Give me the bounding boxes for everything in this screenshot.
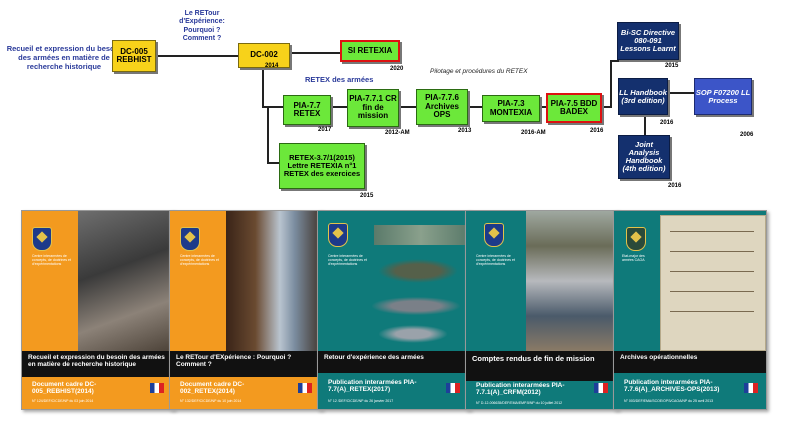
year-dc002: 2014: [265, 63, 279, 69]
year-sop: 2006: [740, 132, 754, 138]
cover-org: Centre interarmées de concepts, de doctr…: [32, 254, 71, 266]
connector-retex37-down: [267, 106, 269, 164]
year-pia-7-3: 2016-AM: [521, 130, 546, 136]
node-ll-handbook: LL Handbook (3rd edition): [618, 78, 668, 115]
year-pia-7-7-6: 2013: [458, 128, 472, 134]
cover-publication: Publication interarmées PIA-7.7.6(A)_ARC…: [624, 379, 720, 394]
node-pia-7-5: PIA-7.5 BDD BADEX: [546, 93, 602, 123]
cover-pia-7-7-1: Centre interarmées de concepts, de doctr…: [465, 210, 619, 410]
crest-icon: [626, 227, 646, 251]
pilotage-label: Pilotage et procédures du RETEX: [430, 68, 528, 75]
node-joint-analysis: Joint Analysis Handbook (4th edition): [618, 135, 670, 179]
crest-icon: [180, 227, 200, 251]
cover-illustration: [78, 211, 174, 351]
cover-dc005: Centre interarmées de concepts, de doctr…: [21, 210, 175, 410]
node-dc005: DC-005 REBHIST: [112, 40, 156, 72]
connector-ll-sop: [668, 92, 694, 94]
connector-dc005-dc002: [156, 55, 238, 57]
cover-illustration: [670, 271, 754, 272]
cover-publication: Document cadre DC-002_RETEX(2014): [180, 381, 245, 396]
node-pia-7-7-1: PIA-7.7.1 CR fin de mission: [347, 89, 399, 127]
cover-pia-7-7-6: Etat-major des armées CAOA Archives opér…: [613, 210, 767, 410]
cover-reference: N° 124/DEF/CICDE/NP du 03 juin 2014: [32, 399, 94, 403]
cover-illustration: [670, 251, 754, 252]
connector-retex37-horizontal: [267, 162, 279, 164]
cover-pia-7-7: Centre interarmées de concepts, de doctr…: [317, 210, 471, 410]
cover-org: Centre interarmées de concepts, de doctr…: [180, 254, 219, 266]
connector-ll-v: [610, 60, 612, 108]
cover-reference: N° 132/DEF/CICDE/NP du 10 juin 2014: [180, 399, 242, 403]
cover-title: Archives opérationnelles: [614, 351, 766, 373]
year-pia-7-7-1: 2012-AM: [385, 130, 410, 136]
year-pia-7-7: 2017: [318, 127, 332, 133]
flag-icon: [744, 383, 758, 393]
connector-ll-bisc: [610, 60, 620, 62]
node-pia-7-7: PIA-7.7 RETEX: [283, 95, 331, 125]
cover-illustration: [378, 259, 458, 283]
cover-publication: Publication interarmées PIA-7.7(A)_RETEX…: [328, 379, 417, 394]
crest-icon: [328, 223, 348, 247]
node-dc002: DC-002: [238, 43, 290, 68]
retex-armees-label: RETEX des armées: [305, 75, 374, 84]
cover-illustration: [670, 291, 754, 292]
cover-publication: Publication interarmées PIA-7.7.1(A)_CRF…: [476, 382, 565, 397]
connector-ll-down: [644, 115, 646, 135]
node-pia-7-3: PIA-7.3 MONTEXIA: [482, 95, 540, 122]
left-caption: Recueil et expression du besoin des armé…: [6, 44, 122, 71]
node-si-retexia: SI RETEXIA: [340, 40, 400, 62]
cover-dc002: Centre interarmées de concepts, de doctr…: [169, 210, 323, 410]
cover-reference: N° 12 /DEF/CICDE/NP du 26 janvier 2017: [328, 399, 394, 403]
cover-title: Comptes rendus de fin de mission: [466, 351, 618, 381]
year-retex-3-7: 2015: [360, 193, 374, 199]
cover-illustration: [670, 231, 754, 232]
cover-illustration: [526, 211, 618, 351]
node-bisc-directive: Bi-SC Directive 080-091 Lessons Learnt: [617, 22, 679, 60]
year-ll-handbook: 2016: [660, 120, 674, 126]
cover-publication: Document cadre DC-005_REBHIST(2014): [32, 381, 97, 396]
cover-org: Centre interarmées de concepts, de doctr…: [476, 254, 515, 266]
cover-illustration: [374, 225, 468, 245]
cover-illustration: [660, 215, 766, 351]
flag-icon: [594, 383, 608, 393]
year-joint-analysis: 2016: [668, 183, 682, 189]
node-retex-3-7: RETEX-3.7/1(2015) Lettre RETEXIA n°1 RET…: [279, 143, 365, 189]
cover-illustration: [372, 297, 460, 315]
cover-org: Centre interarmées de concepts, de doctr…: [328, 254, 367, 266]
cover-reference: N° D-12-006635/DEF/EMA/EMP.5/NP du 10 ju…: [476, 401, 563, 405]
year-bisc: 2015: [665, 63, 679, 69]
year-si-retexia: 2020: [390, 66, 404, 72]
node-pia-7-7-6: PIA-7.7.6 Archives OPS: [416, 89, 468, 125]
cover-reference: N° 003/DEF/EMA/SCOE/OPS/CAOA/NP du 25 av…: [624, 399, 714, 403]
cover-title: Retour d'expérience des armées: [318, 351, 470, 373]
cover-illustration: [670, 311, 754, 312]
flag-icon: [446, 383, 460, 393]
flag-icon: [298, 383, 312, 393]
connector-dc002-down: [262, 68, 264, 108]
retex-question: Le RETour d'Expérience: Pourquoi ? Comme…: [179, 10, 225, 43]
crest-icon: [32, 227, 52, 251]
crest-icon: [484, 223, 504, 247]
cover-org: Etat-major des armées CAOA: [622, 254, 645, 262]
cover-title: Recueil et expression du besoin des armé…: [22, 351, 174, 377]
year-pia-7-5: 2016: [590, 128, 604, 134]
cover-title: Le RETour d'EXpérience : Pourquoi ? Comm…: [170, 351, 322, 377]
cover-illustration: [378, 325, 448, 343]
connector-dc002-si: [292, 52, 340, 54]
flag-icon: [150, 383, 164, 393]
node-sop-f07200: SOP F07200 LL Process: [694, 78, 752, 115]
cover-illustration: [226, 211, 322, 351]
